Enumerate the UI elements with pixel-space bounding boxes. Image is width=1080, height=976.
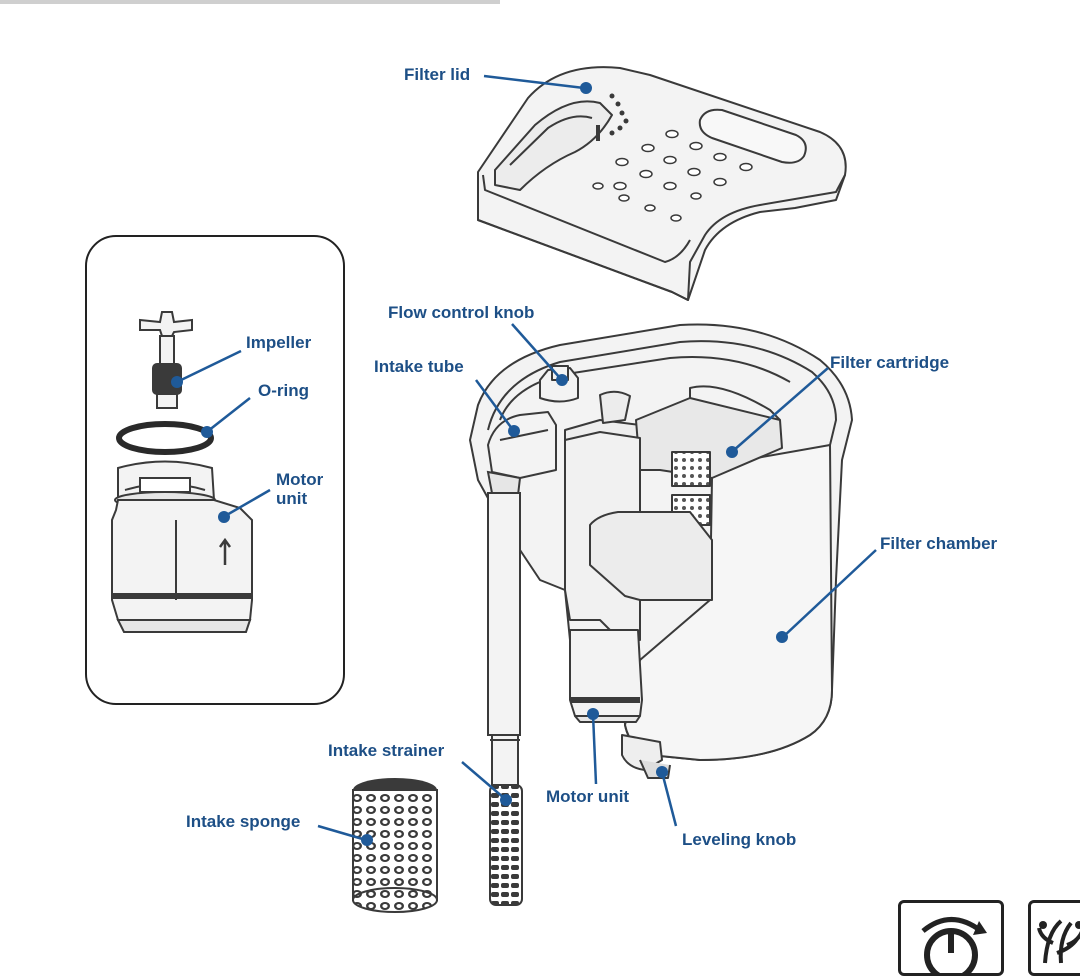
label-filter-cartridge: Filter cartridge bbox=[830, 353, 949, 372]
power-rotate-icon bbox=[898, 900, 1004, 976]
dot-intake-sponge bbox=[361, 834, 373, 846]
dot-intake-strainer bbox=[500, 794, 512, 806]
inset-motor-unit bbox=[112, 462, 252, 633]
label-inset-motor-unit: Motor unit bbox=[276, 470, 346, 508]
label-filter-lid: Filter lid bbox=[404, 65, 470, 84]
o-ring bbox=[119, 424, 211, 452]
dot-filter-chamber bbox=[776, 631, 788, 643]
label-impeller: Impeller bbox=[246, 333, 311, 352]
label-intake-sponge: Intake sponge bbox=[186, 812, 300, 831]
dot-filter-lid bbox=[580, 82, 592, 94]
impeller bbox=[140, 312, 192, 408]
label-intake-strainer: Intake strainer bbox=[328, 741, 444, 760]
label-leveling-knob: Leveling knob bbox=[682, 830, 796, 849]
label-o-ring: O-ring bbox=[258, 381, 309, 400]
dot-filter-cartridge bbox=[726, 446, 738, 458]
filter-diagram bbox=[0, 0, 1080, 952]
dot-intake-tube bbox=[508, 425, 520, 437]
dot-inset-motor-unit bbox=[218, 511, 230, 523]
dot-o-ring bbox=[201, 426, 213, 438]
dot-leveling-knob bbox=[656, 766, 668, 778]
filter-lid bbox=[478, 67, 846, 300]
label-intake-tube: Intake tube bbox=[374, 357, 464, 376]
plant-icon bbox=[1028, 900, 1080, 976]
top-edge-remnant bbox=[0, 0, 500, 4]
filter-body bbox=[470, 324, 852, 778]
dot-motor-unit bbox=[587, 708, 599, 720]
intake-tube bbox=[488, 472, 520, 785]
dot-impeller bbox=[171, 376, 183, 388]
label-motor-unit: Motor unit bbox=[546, 787, 629, 806]
dot-flow-control-knob bbox=[556, 374, 568, 386]
label-flow-control-knob: Flow control knob bbox=[388, 303, 534, 322]
label-filter-chamber: Filter chamber bbox=[880, 534, 997, 553]
